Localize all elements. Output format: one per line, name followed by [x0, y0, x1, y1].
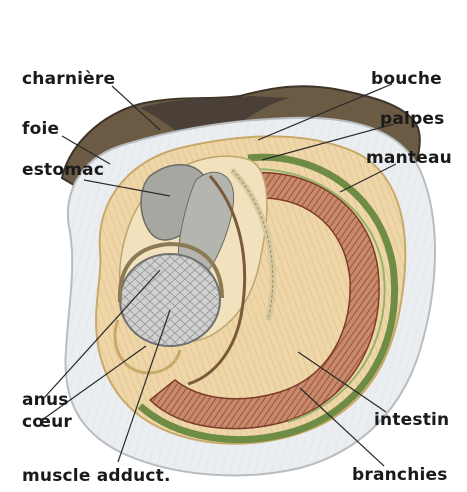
label-branchies: branchies [352, 467, 448, 484]
label-palpes: palpes [380, 111, 445, 128]
label-muscle-adduct: muscle adduct. [22, 468, 171, 485]
label-manteau: manteau [366, 150, 452, 167]
label-estomac: estomac [22, 162, 104, 179]
label-anus: anus [22, 392, 69, 409]
adductor-muscle [120, 254, 220, 346]
label-coeur: cœur [22, 414, 72, 431]
label-charniere: charnière [22, 71, 115, 88]
label-foie: foie [22, 121, 59, 138]
label-intestin: intestin [374, 412, 449, 429]
label-bouche: bouche [371, 71, 442, 88]
